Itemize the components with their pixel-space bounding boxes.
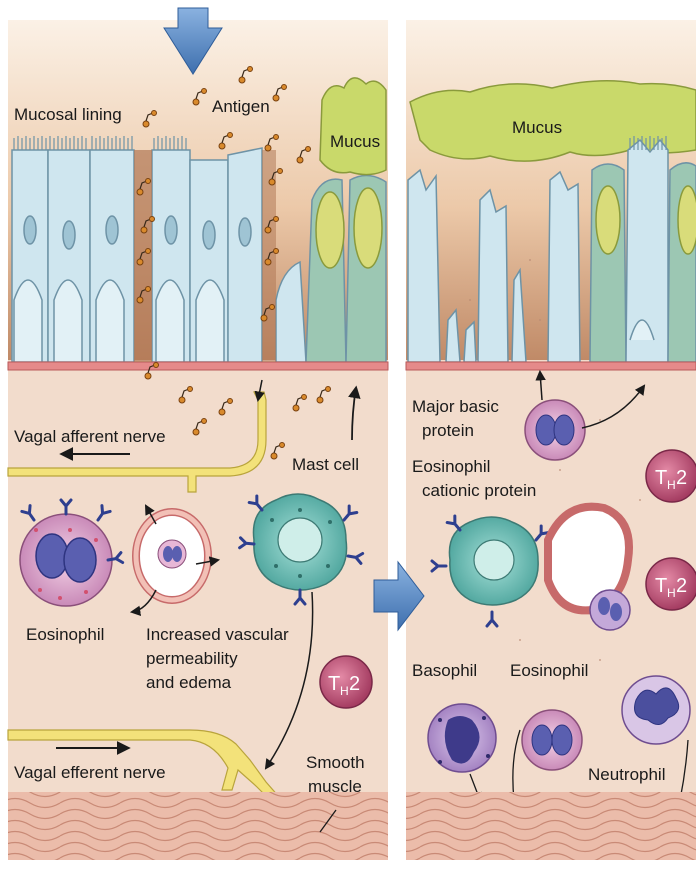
left-mucus-blob xyxy=(320,78,386,175)
label-smooth-1: Smooth xyxy=(306,753,365,772)
label-vascular-1: Increased vascular xyxy=(146,625,289,644)
smooth-muscle-right xyxy=(406,792,696,860)
label-ecp-2: cationic protein xyxy=(422,481,536,500)
label-antigen: Antigen xyxy=(212,97,270,116)
eosinophil-right-upper xyxy=(525,400,585,460)
label-mucosal-lining: Mucosal lining xyxy=(14,105,122,124)
eosinophil-right-lower xyxy=(522,710,582,770)
left-basement-membrane xyxy=(8,362,388,370)
svg-text:H: H xyxy=(667,586,676,600)
right-panel xyxy=(374,20,696,860)
label-vascular-2: permeability xyxy=(146,649,238,668)
svg-text:T: T xyxy=(328,673,340,695)
label-vascular-3: and edema xyxy=(146,673,232,692)
label-eosinophil-left: Eosinophil xyxy=(26,625,104,644)
right-basement-membrane xyxy=(406,362,696,370)
smooth-muscle-left xyxy=(8,792,388,860)
svg-text:T: T xyxy=(655,575,667,597)
basophil xyxy=(428,704,496,772)
svg-text:2: 2 xyxy=(676,467,687,489)
neutrophil xyxy=(622,676,690,744)
label-vagal-afferent: Vagal afferent nerve xyxy=(14,427,166,446)
epithelium-goblet-right xyxy=(590,140,696,362)
th2-cell-right-lower xyxy=(646,558,696,610)
label-mbp-1: Major basic xyxy=(412,397,499,416)
label-mast-cell: Mast cell xyxy=(292,455,359,474)
th2-cell-right-upper xyxy=(646,450,696,502)
label-eosinophil-right: Eosinophil xyxy=(510,661,588,680)
epithelium-left xyxy=(12,150,134,362)
label-mbp-2: protein xyxy=(422,421,474,440)
label-mucus-left: Mucus xyxy=(330,132,380,151)
label-mucus-right: Mucus xyxy=(512,118,562,137)
svg-text:H: H xyxy=(667,478,676,492)
label-ecp-1: Eosinophil xyxy=(412,457,490,476)
label-basophil: Basophil xyxy=(412,661,477,680)
svg-text:H: H xyxy=(340,684,349,698)
label-smooth-2: muscle xyxy=(308,777,362,796)
svg-text:2: 2 xyxy=(349,673,360,695)
label-neutrophil: Neutrophil xyxy=(588,765,666,784)
label-vagal-efferent: Vagal efferent nerve xyxy=(14,763,166,782)
blood-vessel-left xyxy=(136,512,208,600)
svg-text:2: 2 xyxy=(676,575,687,597)
svg-text:T: T xyxy=(655,467,667,489)
epithelium-middle xyxy=(152,148,262,362)
